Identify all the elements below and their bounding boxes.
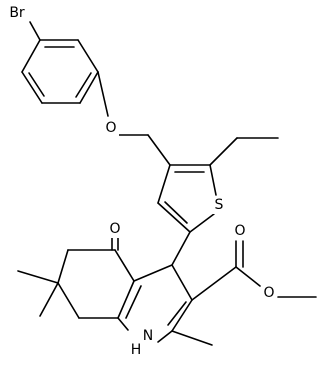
bond-thiophene-ring <box>157 202 191 233</box>
atom-label-amine-h: H <box>131 342 142 358</box>
bond-aryl-ring <box>21 39 41 73</box>
bond-ethyl <box>209 137 238 166</box>
bond-thiophene-ring <box>189 213 215 233</box>
atom-label-ester-methoxy-oxygen: O <box>263 285 274 301</box>
bond-quinoline-ring <box>171 264 193 301</box>
bond-thiophene-double <box>164 201 188 224</box>
bond-cyclohexenone-ring <box>57 249 69 284</box>
bond-aryl-ring <box>77 39 99 73</box>
atom-label-ketone-oxygen: O <box>109 221 120 237</box>
bond-methyl <box>171 330 213 346</box>
bond-quinoline-double <box>167 301 187 326</box>
bond-aryl-ring <box>21 71 43 104</box>
bond-br-aryl <box>29 21 41 41</box>
bond-aryl-double <box>28 72 45 97</box>
bond-cyclohexenone-ring <box>57 282 80 319</box>
bond-quinoline-ring <box>117 317 129 331</box>
bond-lines <box>17 21 317 346</box>
atom-label-amine-n: N <box>143 328 153 344</box>
atom-label-thiophene-sulfur: S <box>215 197 224 213</box>
bond-quinoline-ring <box>157 330 173 343</box>
bond-aryl-oxygen <box>97 71 109 117</box>
bond-cyclohexenone-ring <box>114 249 135 282</box>
bond-ester-single <box>235 266 261 287</box>
bond-quinoline-double <box>125 285 142 319</box>
bond-thiophene-ring <box>209 164 217 196</box>
atom-label-ester-carbonyl-oxygen: O <box>234 223 245 239</box>
bond-quinoline-ring <box>133 264 173 282</box>
bond-quinoline-ring <box>117 280 135 319</box>
bond-thiophene-c4 <box>171 231 191 266</box>
bond-gem-methyl <box>39 282 59 317</box>
atom-label-ether-oxygen: O <box>105 120 116 136</box>
bond-quinoline-ring <box>171 299 193 332</box>
bond-thiophene-ring <box>157 164 171 204</box>
bond-aryl-double <box>75 72 92 98</box>
atom-label-amine-nh: HN <box>131 328 154 358</box>
bond-gem-methyl <box>17 270 59 284</box>
bond-ester <box>191 266 237 301</box>
bond-aryl-ring <box>79 71 99 104</box>
bond-methylene-thiophene <box>147 134 171 166</box>
atom-label-br: Br <box>9 5 25 21</box>
atom-labels: Br O S O O O HN <box>9 5 277 358</box>
